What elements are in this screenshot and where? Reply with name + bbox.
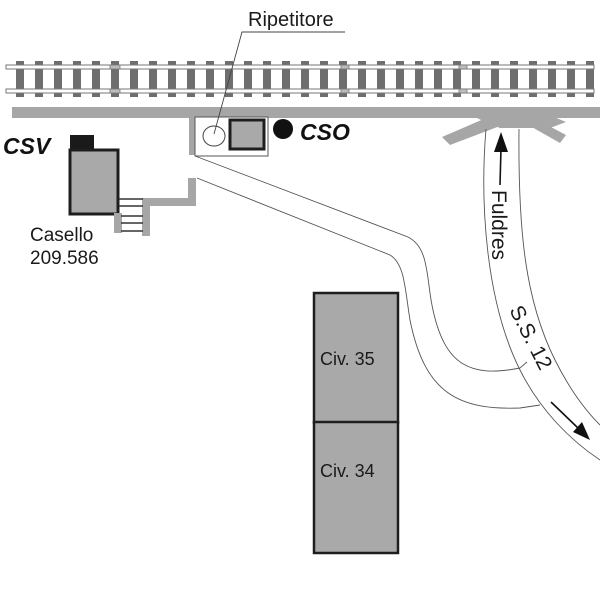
casello-building [68,148,120,216]
track-sleepers [16,61,594,97]
repeater-callout: Ripetitore [213,9,345,135]
ss12-direction-arrow [550,401,590,440]
track-sleeper [130,61,138,97]
track-sleeper [244,61,252,97]
cso-signal-icon [273,119,293,139]
repeater-circle-icon [202,125,226,147]
main-road-right-edge [518,128,600,426]
house-civ-34: Civ. 34 [312,420,400,555]
casello-km-label: 209.586 [30,248,99,269]
track-sleeper [377,61,385,97]
rail-bottom [5,88,595,94]
cabin-equipment-box [228,118,266,151]
track-sleeper [339,61,347,97]
rail-top [5,64,595,70]
arrow-up-icon [494,132,508,152]
track-sleeper [149,61,157,97]
track-sleeper [263,61,271,97]
track-sleeper [510,61,518,97]
track-sleeper [54,61,62,97]
level-crossing [442,112,566,145]
track-sleeper [187,61,195,97]
repeater-cabin: CSO [189,116,350,157]
track-sleeper [358,61,366,97]
civ-34-label: Civ. 34 [320,461,375,481]
road-label-fuldres: Fuldres [487,190,510,260]
casello-house: CSV Casello 209.586 [3,133,196,269]
track-sleeper [434,61,442,97]
csv-label: CSV [3,133,52,159]
track-sleeper [282,61,290,97]
track-sleeper [472,61,480,97]
track-sleeper [567,61,575,97]
track-sleeper [73,61,81,97]
road-label-ss12: S.S. 12 [505,302,557,374]
track-sleeper [111,61,119,97]
track-sleeper [301,61,309,97]
repeater-leader-line [213,31,345,135]
track-sleeper [415,61,423,97]
track-sleeper [586,61,594,97]
access-road [194,155,541,409]
track-sleeper [548,61,556,97]
track-sleeper [168,61,176,97]
civ-34-building [312,420,400,555]
access-road-upper-edge [194,155,528,372]
track-sleeper [206,61,214,97]
fuldres-direction-arrow [494,132,508,186]
arrow-down-right-icon [573,422,590,440]
track-sleeper [453,61,461,97]
access-road-lower-edge [196,177,541,409]
track-sleeper [396,61,404,97]
casello-stairs [114,178,196,236]
repeater-label: Ripetitore [248,9,334,31]
main-road [483,128,600,461]
main-road-left-edge [483,128,600,461]
cabin-wall [189,117,195,155]
track-sleeper [529,61,537,97]
track-sleeper [320,61,328,97]
cso-label: CSO [300,119,350,145]
csv-signal-box [70,135,94,151]
casello-name-label: Casello [30,225,93,246]
track-sleeper [35,61,43,97]
platform-strip [12,107,600,118]
rail-joints [109,64,468,94]
track-sleeper [491,61,499,97]
track-sleeper [92,61,100,97]
track-sleeper [16,61,24,97]
civ-35-label: Civ. 35 [320,349,375,369]
house-civ-35: Civ. 35 [312,291,400,425]
railway-track [5,61,595,97]
